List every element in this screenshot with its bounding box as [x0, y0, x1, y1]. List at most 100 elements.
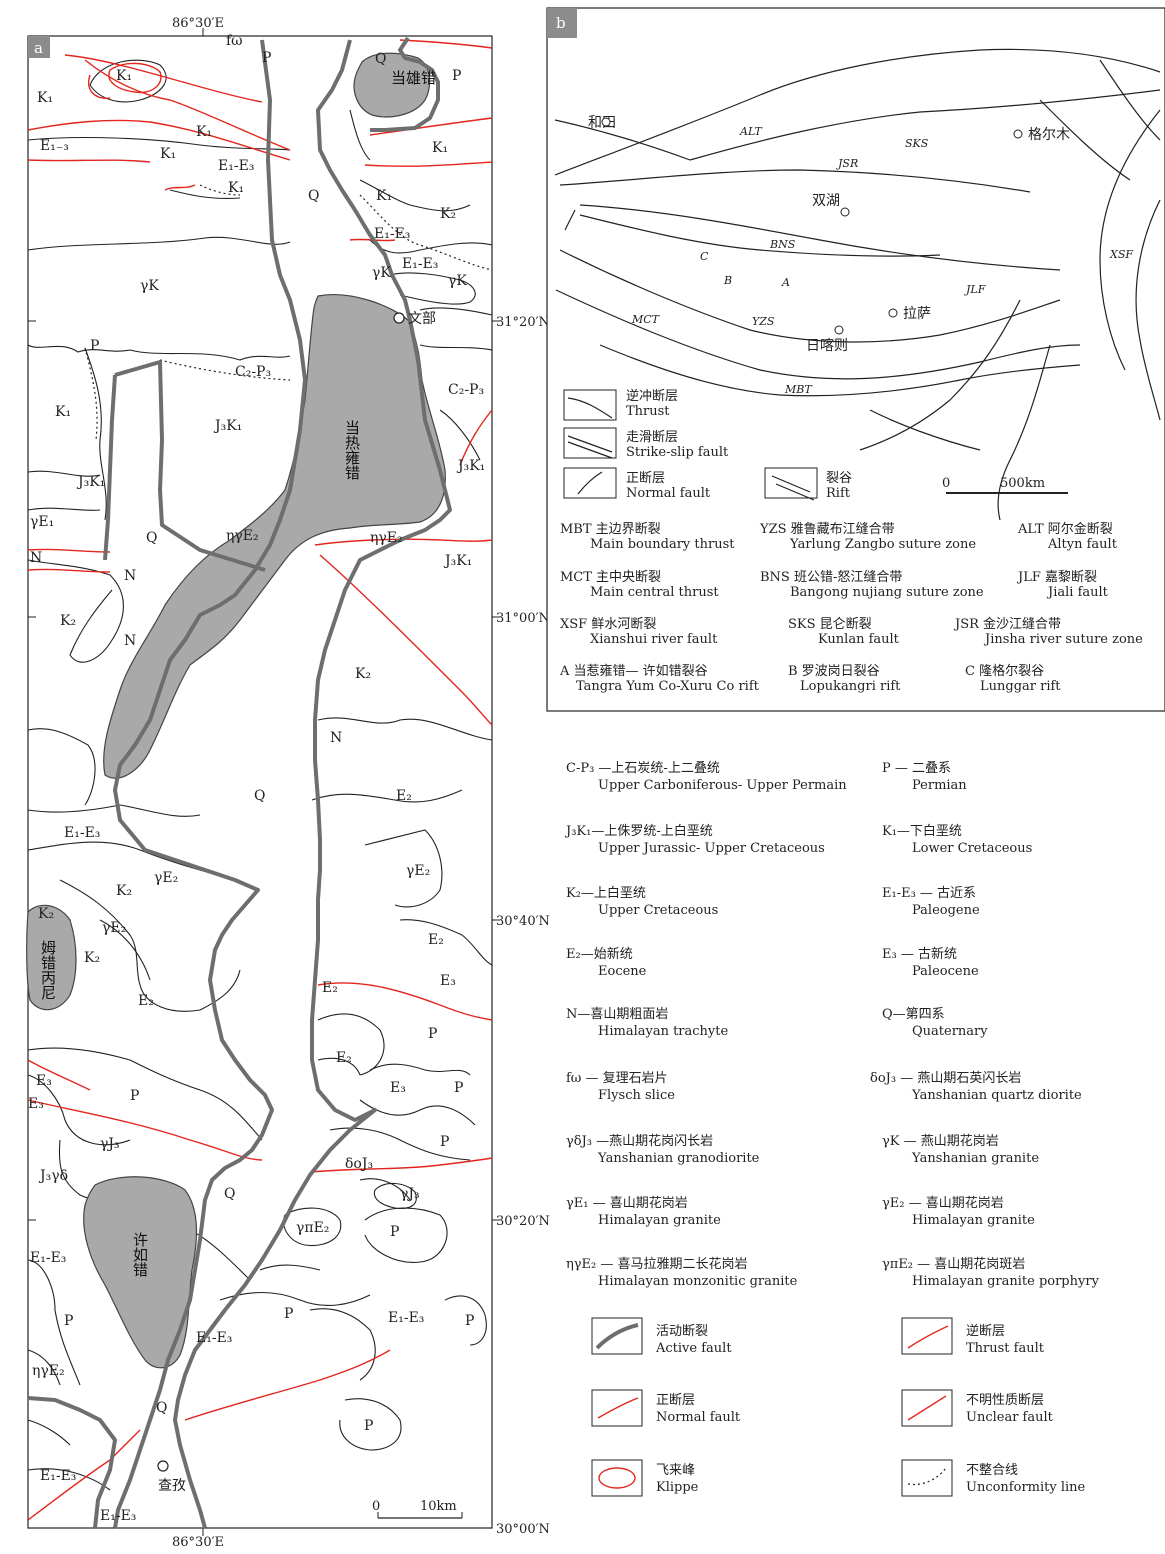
legend-rift-en: Rift — [826, 486, 851, 501]
unit-J3K1-2: J₃K₁ — [456, 458, 485, 474]
unit-P-3: P — [90, 338, 99, 354]
unit-legend-10-cn: fω — 复理石岩片 — [566, 1071, 668, 1086]
unit-K1-4: K₁ — [160, 146, 176, 162]
panel-a-map: a 86°30′E 86°30′E 31°20′N 31°00′N 30°40′… — [26, 16, 550, 1550]
unit-C2P3-1: C₂-P₃ — [235, 364, 271, 380]
unit-legend-17-en: Himalayan granite porphyry — [912, 1274, 1100, 1289]
unit-gK-2: γK — [448, 273, 467, 289]
unit-legend-14-en: Himalayan granite — [598, 1213, 721, 1228]
unit-K1-8: K₁ — [55, 404, 71, 420]
legend-thrust-cn: 逆冲断层 — [626, 388, 678, 404]
unit-P-8: P — [390, 1224, 399, 1240]
unit-K1-5: K₁ — [228, 180, 244, 196]
unit-legend-5-cn: E₁-E₃ — 古近系 — [882, 886, 976, 901]
unit-Q-6: Q — [156, 1400, 167, 1416]
unit-N-2: N — [124, 568, 136, 584]
legend-normal-cn: 正断层 — [626, 471, 665, 486]
unit-E1E3-3: E₁-E₃ — [402, 256, 438, 272]
unit-gE2-2: γE₂ — [154, 870, 178, 886]
sym-normal-cn: 正断层 — [656, 1393, 695, 1408]
unit-legend-4-en: Upper Cretaceous — [598, 903, 718, 918]
panel-b-map: b 和田 格尔木 双湖 拉萨 日喀则 — [546, 7, 1165, 712]
legend-normal-box — [563, 467, 617, 499]
lat-label-2: 31°00′N — [496, 611, 550, 626]
symbol-legend: 活动断裂 Active fault 逆断层 Thrust fault 正断层 N… — [591, 1317, 1086, 1497]
unit-P-11: P — [64, 1313, 73, 1329]
scale-a-label: 10km — [420, 1499, 457, 1514]
abbr-5-en: Jiali fault — [1046, 585, 1109, 600]
legend-normal-en: Normal fault — [626, 486, 711, 501]
unit-E2-2: E₂ — [428, 932, 444, 948]
unit-ngE2-2: ηγE₂ — [370, 530, 403, 546]
sym-klippe-en: Klippe — [656, 1480, 699, 1495]
legend-rift-box — [764, 467, 818, 499]
klippe-outline — [108, 62, 162, 94]
lat-label-1: 31°20′N — [496, 315, 550, 330]
rikaze-marker — [834, 325, 844, 335]
sym-active-line — [595, 1323, 639, 1350]
legend-rift-cn: 裂谷 — [826, 471, 852, 486]
abbr-6-en: Xianshui river fault — [590, 632, 718, 647]
unit-E2-1: E₂ — [396, 788, 412, 804]
unit-N-3: N — [124, 633, 136, 649]
unit-P-9: P — [284, 1306, 293, 1322]
fault-MCT: MCT — [631, 313, 661, 326]
rift-B: B — [723, 274, 732, 287]
shuanghu-marker — [840, 207, 850, 217]
unit-E1E3-6: E₁-E₃ — [388, 1310, 424, 1326]
lake-label-dangxiong-text: 当雄错 — [391, 69, 436, 87]
unit-legend-7-cn: E₃ — 古新统 — [882, 946, 957, 962]
lon-label-top: 86°30′E — [172, 16, 224, 31]
abbr-0-en: Main boundary thrust — [590, 537, 735, 552]
place-lasa: 拉萨 — [903, 306, 931, 322]
unit-legend-2-cn: J₃K₁—上侏罗统-上白垩统 — [564, 823, 713, 839]
unit-E1E3-1: E₁-E₃ — [218, 158, 254, 174]
unit-legend-8-cn: N—喜山期粗面岩 — [566, 1007, 668, 1022]
unit-legend-1-en: Permian — [912, 778, 967, 793]
lat-label-4: 30°20′N — [496, 1214, 550, 1229]
sym-thrust-line — [907, 1325, 949, 1349]
abbr-11-en: Lunggar rift — [980, 679, 1061, 694]
unit-legend-6-en: Eocene — [598, 964, 647, 979]
unit-legend-9-cn: Q—第四系 — [882, 1007, 945, 1022]
unit-legend-16-cn: ηγE₂ — 喜马拉雅期二长花岗岩 — [566, 1256, 748, 1272]
unit-K2-5: K₂ — [38, 906, 54, 922]
unit-gE2-3: γE₂ — [102, 920, 126, 936]
unit-gK-3: γK — [140, 278, 159, 294]
fault-XSF: XSF — [1109, 248, 1133, 261]
panel-a-tag: a — [34, 39, 43, 57]
place-geermu: 格尔木 — [1028, 127, 1070, 143]
unit-legend-0-en: Upper Carboniferous- Upper Permain — [598, 778, 847, 793]
abbr-3-en: Main central thrust — [590, 585, 719, 600]
unit-legend-13-cn: γK — 燕山期花岗岩 — [882, 1133, 999, 1149]
unit-legend-3-en: Lower Cretaceous — [912, 841, 1032, 856]
unit-ngE2-1: ηγE₂ — [226, 528, 259, 544]
lake-label-dangre: 当热雍错 — [343, 420, 361, 480]
place-wenbu: 文部 — [408, 311, 436, 327]
unit-legend-7-en: Paleocene — [912, 964, 979, 979]
sym-unconf-en: Unconformity line — [966, 1480, 1086, 1495]
unit-E1E3-8: E₁-E₃ — [40, 1468, 76, 1484]
sym-thrust-box — [901, 1317, 953, 1355]
unit-K2-4: K₂ — [116, 883, 132, 899]
sym-klippe-shape — [598, 1467, 636, 1489]
unit-legend-5-en: Paleogene — [912, 903, 980, 918]
unit-K1-2: K₁ — [37, 90, 53, 106]
place-shuanghu: 双湖 — [812, 193, 840, 209]
unit-K1-6: K₁ — [432, 140, 448, 156]
wenbu-marker — [393, 312, 405, 324]
unit-Q-3: Q — [146, 530, 157, 546]
fault-JLF: JLF — [964, 283, 986, 296]
unit-legend-10-en: Flysch slice — [598, 1088, 675, 1103]
unit-Q-1: Q — [375, 51, 386, 67]
unit-legend-9-en: Quaternary — [912, 1024, 988, 1039]
scale-b-label: 500km — [1000, 476, 1045, 491]
unit-doJ3: δoJ₃ — [345, 1156, 373, 1172]
abbr-5-cn: JLF 嘉黎断裂 — [1016, 570, 1097, 585]
unit-P-7: P — [440, 1134, 449, 1150]
panel-a-tag-box — [28, 36, 50, 58]
rift-A: A — [781, 276, 790, 289]
lithology-legend: C-P₃ —上石炭统-上二叠统 Upper Carboniferous- Upp… — [564, 761, 1100, 1289]
unit-legend-1-cn: P — 二叠系 — [882, 761, 951, 776]
